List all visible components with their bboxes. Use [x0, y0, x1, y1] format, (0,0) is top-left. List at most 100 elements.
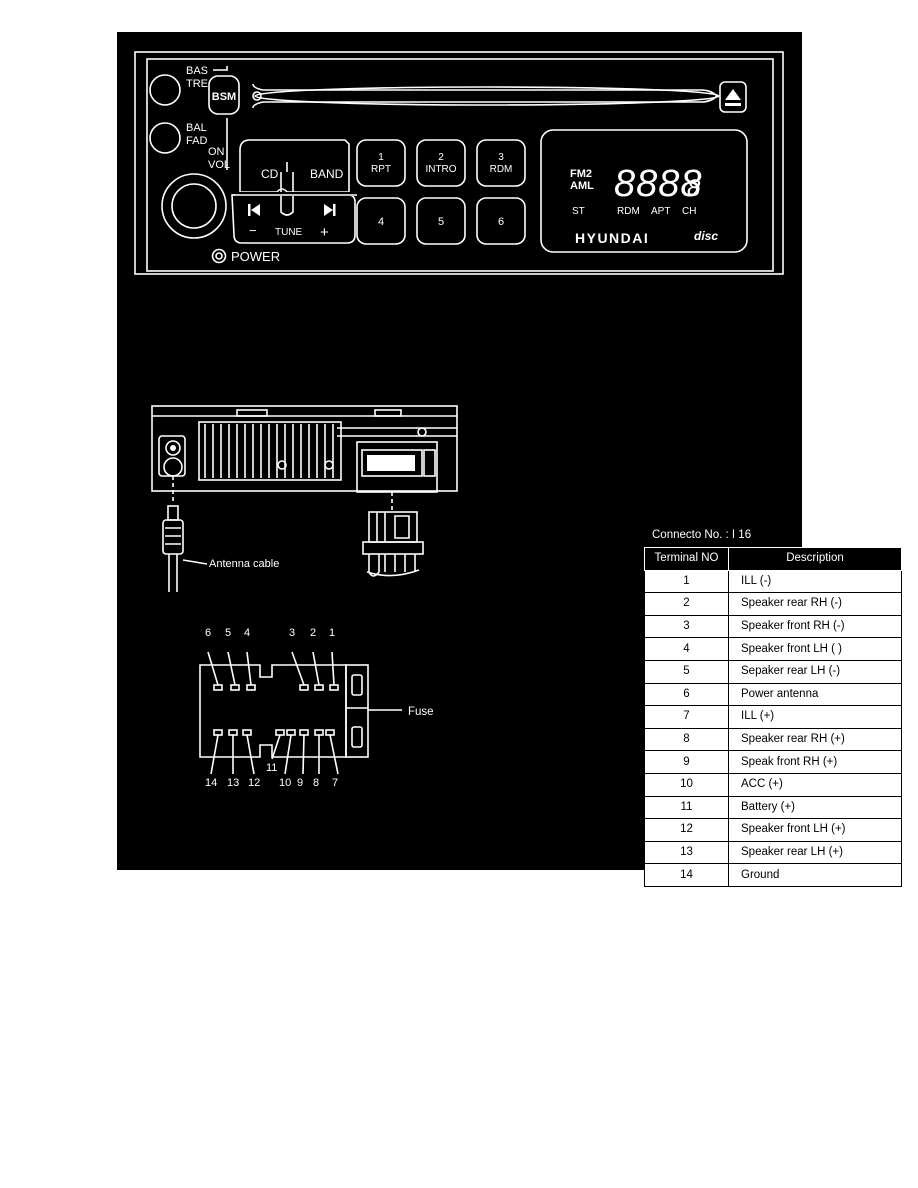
terminal-number: 3 — [644, 614, 729, 639]
terminal-description: Speak front RH (+) — [728, 750, 902, 774]
tune-rocker: − TUNE + — [231, 192, 357, 244]
pin-label: 4 — [244, 627, 250, 639]
eject-button — [719, 81, 747, 113]
connector-caption: Connecto No. : I 16 — [652, 529, 752, 541]
tune-minus: − — [249, 223, 257, 238]
tune-plus: + — [320, 224, 329, 241]
pin-label: 9 — [297, 777, 303, 789]
pin-label: 1 — [329, 627, 335, 639]
cd-band-rocker: CD BAND — [239, 139, 350, 216]
preset-label: RDM — [490, 164, 513, 175]
preset-button-5: 5 — [416, 197, 466, 245]
display-band: FM2 — [570, 168, 592, 180]
cd-slot — [252, 83, 720, 109]
terminal-description: Speaker rear RH (+) — [728, 727, 902, 752]
radio-faceplate: BAS TRE BSM BAL FAD ON VOL POWER — [134, 51, 784, 275]
fuse-holder — [345, 664, 369, 758]
connector-body — [199, 664, 347, 758]
pin-8: 8 — [313, 729, 324, 789]
tre-label: TRE — [186, 78, 208, 90]
terminal-description: ACC (+) — [728, 772, 902, 797]
heat-sink — [198, 421, 342, 481]
terminal-number: 8 — [644, 727, 729, 752]
pin-13: 13 — [227, 729, 239, 789]
terminal-number: 12 — [644, 818, 729, 842]
terminal-number: 11 — [644, 795, 729, 820]
pin-10: 10 — [279, 729, 296, 789]
terminal-number: 14 — [644, 863, 729, 887]
radio-inner-frame — [146, 58, 774, 272]
power-label: POWER — [231, 249, 280, 264]
terminal-description: ILL (+) — [728, 705, 902, 729]
display-window: FM2 AML 8888 8 ST RDM APT CH HYUNDAI dis… — [540, 129, 748, 253]
pin-label: 3 — [289, 627, 295, 639]
diagram-drawing: BAS TRE BSM BAL FAD ON VOL POWER — [134, 51, 784, 789]
fuse-label: Fuse — [408, 706, 434, 718]
preset-number: 6 — [498, 216, 504, 228]
pin-4: 4 — [244, 627, 256, 691]
prev-track-icon — [248, 204, 260, 216]
next-track-icon — [324, 204, 336, 216]
bas-label: BAS — [186, 65, 208, 77]
bal-label: BAL — [186, 122, 207, 134]
pin-label: 8 — [313, 777, 319, 789]
display-st: ST — [572, 206, 585, 217]
display-small-digit: 8 — [687, 175, 701, 202]
preset-number: 4 — [378, 216, 384, 228]
terminal-description: ILL (-) — [728, 569, 902, 594]
terminal-description: Ground — [728, 863, 902, 887]
pin-6: 6 — [205, 627, 223, 691]
fad-label: FAD — [186, 135, 207, 147]
header-description: Description — [728, 547, 902, 571]
rear-connector-socket — [337, 427, 457, 493]
bsm-label: BSM — [212, 91, 236, 103]
pin-label: 14 — [205, 777, 217, 789]
display-aml: AML — [570, 180, 594, 192]
terminal-number: 5 — [644, 659, 729, 684]
pin-7: 7 — [325, 729, 339, 789]
terminal-description: Battery (+) — [728, 795, 902, 820]
pin-2: 2 — [310, 627, 324, 691]
terminal-description: Speaker front LH (+) — [728, 818, 902, 842]
pin-label: 2 — [310, 627, 316, 639]
volume-knob-inner — [171, 183, 217, 229]
band-label: BAND — [310, 167, 344, 181]
tune-label: TUNE — [275, 227, 303, 238]
terminal-number: 13 — [644, 840, 729, 865]
cd-label: CD — [261, 167, 279, 181]
display-apt: APT — [651, 206, 670, 217]
antenna-plug — [162, 505, 208, 592]
terminal-description: Speaker rear LH (+) — [728, 840, 902, 865]
pin-label: 10 — [279, 777, 291, 789]
terminal-description: Speaker front RH (-) — [728, 614, 902, 639]
pin-label: 7 — [332, 777, 338, 789]
preset-number: 5 — [438, 216, 444, 228]
volume-knob — [161, 173, 227, 239]
pin-5: 5 — [225, 627, 240, 691]
vol-label: VOL — [208, 159, 230, 171]
rear-chassis — [151, 405, 458, 492]
fuse-top — [351, 674, 363, 696]
bal-fad-knob — [149, 122, 181, 154]
preset-number: 3 — [498, 152, 504, 163]
antenna-jack — [158, 435, 186, 477]
display-rdm: RDM — [617, 206, 640, 217]
pin-11: 11 — [266, 729, 285, 774]
harness-plug — [362, 511, 424, 577]
radio-rear-view: Antenna cable — [151, 405, 458, 592]
